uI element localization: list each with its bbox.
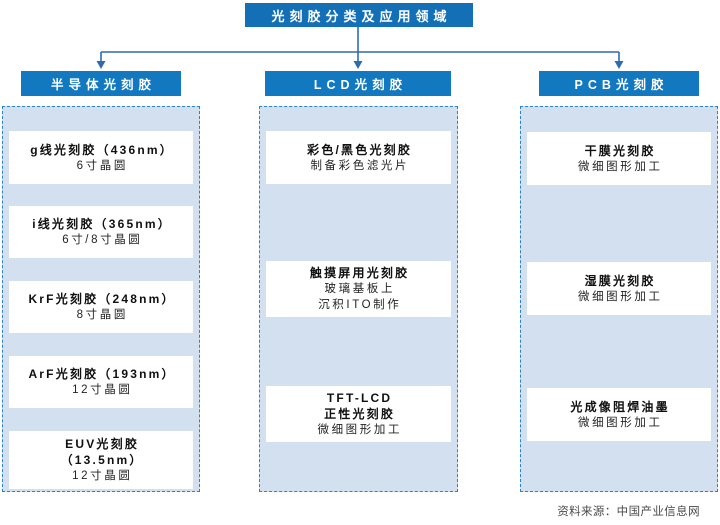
- card-title: TFT-LCD: [326, 391, 393, 405]
- connector-lines: [96, 27, 624, 69]
- panel-semiconductor: g线光刻胶（436nm） 6寸晶圆 i线光刻胶（365nm） 6寸/8寸晶圆 K…: [2, 106, 200, 492]
- card-title-secondary: 正性光刻胶: [324, 407, 396, 421]
- card-desc: 12寸晶圆: [72, 384, 133, 396]
- arrowhead-left-icon: [96, 61, 106, 69]
- card-pcb-3[interactable]: 光成像阻焊油墨 微细图形加工: [527, 388, 711, 441]
- column-header-pcb-label: PCB光刻胶: [574, 78, 669, 92]
- card-title: 触摸屏用光刻胶: [309, 266, 410, 280]
- card-desc: 微细图形加工: [577, 416, 663, 429]
- column-header-semiconductor-label: 半导体光刻胶: [50, 78, 156, 92]
- card-semiconductor-1[interactable]: g线光刻胶（436nm） 6寸晶圆: [9, 131, 193, 184]
- column-header-semiconductor[interactable]: 半导体光刻胶: [21, 71, 181, 96]
- column-header-lcd-label: LCD光刻胶: [313, 78, 408, 92]
- card-title: 光成像阻焊油墨: [570, 399, 670, 414]
- card-title: 湿膜光刻胶: [584, 273, 656, 288]
- card-title: i线光刻胶（365nm）: [32, 217, 172, 231]
- panel-lcd: 彩色/黑色光刻胶 制备彩色滤光片 触摸屏用光刻胶 玻璃基板上 沉积ITO制作 T…: [259, 106, 458, 492]
- card-title: 干膜光刻胶: [584, 143, 656, 158]
- card-pcb-2[interactable]: 湿膜光刻胶 微细图形加工: [527, 262, 711, 315]
- card-desc: 6寸晶圆: [76, 159, 128, 172]
- source-note: 资料来源：中国产业信息网: [557, 506, 700, 518]
- card-title: ArF光刻胶（193nm）: [28, 367, 176, 381]
- panel-pcb: 干膜光刻胶 微细图形加工 湿膜光刻胶 微细图形加工 光成像阻焊油墨 微细图形加工: [520, 106, 718, 492]
- card-title: KrF光刻胶（248nm）: [28, 292, 176, 306]
- card-lcd-1[interactable]: 彩色/黑色光刻胶 制备彩色滤光片: [266, 131, 451, 184]
- card-desc: 12寸晶圆: [72, 470, 133, 482]
- card-desc: 微细图形加工: [577, 160, 663, 173]
- card-semiconductor-2[interactable]: i线光刻胶（365nm） 6寸/8寸晶圆: [9, 206, 193, 258]
- card-desc: 6寸/8寸晶圆: [62, 234, 143, 246]
- diagram-title-box: 光刻胶分类及应用领域: [245, 3, 473, 27]
- card-semiconductor-5[interactable]: EUV光刻胶 （13.5nm） 12寸晶圆: [9, 431, 193, 489]
- arrowhead-right-icon: [614, 61, 624, 69]
- card-title: g线光刻胶（436nm）: [30, 142, 174, 157]
- column-header-pcb[interactable]: PCB光刻胶: [539, 71, 699, 96]
- card-desc: 制备彩色滤光片: [310, 159, 410, 172]
- card-desc: 微细图形加工: [317, 424, 403, 436]
- diagram-title-text: 光刻胶分类及应用领域: [271, 8, 452, 24]
- card-title: EUV光刻胶: [65, 437, 140, 451]
- card-desc: 8寸晶圆: [76, 309, 128, 321]
- card-lcd-2[interactable]: 触摸屏用光刻胶 玻璃基板上 沉积ITO制作: [266, 261, 451, 317]
- card-desc-secondary: 沉积ITO制作: [318, 299, 402, 311]
- card-semiconductor-3[interactable]: KrF光刻胶（248nm） 8寸晶圆: [9, 281, 193, 333]
- card-pcb-1[interactable]: 干膜光刻胶 微细图形加工: [527, 132, 711, 185]
- card-desc: 微细图形加工: [577, 290, 663, 303]
- card-title: 彩色/黑色光刻胶: [307, 142, 413, 157]
- card-desc: 玻璃基板上: [324, 283, 396, 295]
- column-header-lcd[interactable]: LCD光刻胶: [265, 71, 451, 96]
- arrowhead-middle-icon: [353, 61, 363, 69]
- card-lcd-3[interactable]: TFT-LCD 正性光刻胶 微细图形加工: [266, 386, 451, 442]
- card-title-secondary: （13.5nm）: [60, 453, 144, 467]
- card-semiconductor-4[interactable]: ArF光刻胶（193nm） 12寸晶圆: [9, 356, 193, 408]
